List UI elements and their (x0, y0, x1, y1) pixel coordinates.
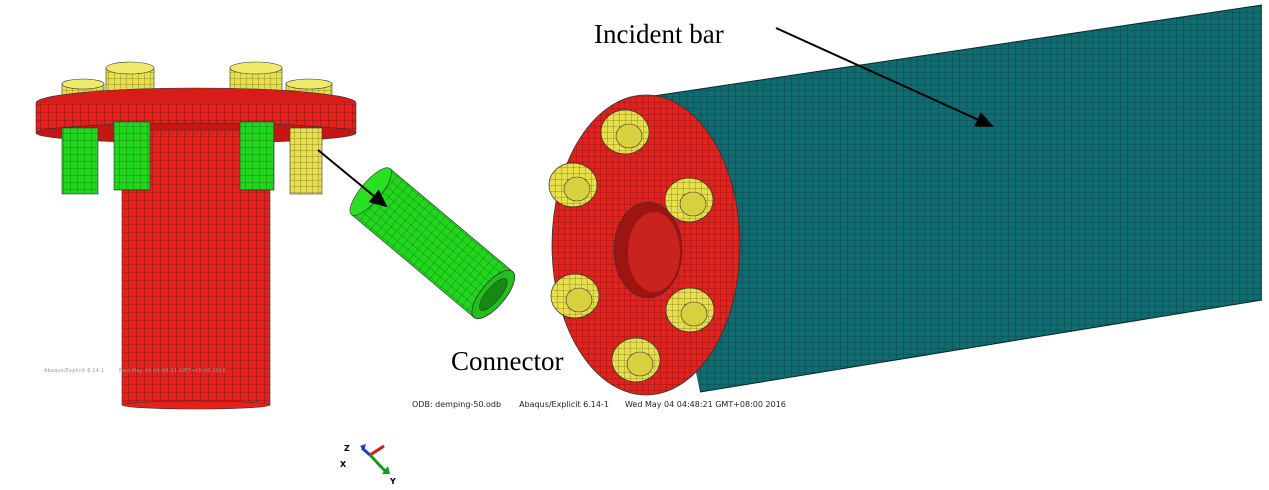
solver-version-faint: Abaqus/Explicit 6.14-1 (44, 368, 105, 374)
end-face-bolts (548, 109, 715, 383)
odb-filename: ODB: demping-50.odb (412, 400, 502, 409)
incident-bar (551, 4, 1263, 396)
incident-bar-label: Incident bar (594, 19, 724, 49)
axis-z-label: Z (344, 444, 350, 453)
run-timestamp-faint: Wed May 04 04:48:21 GMT+08:00 2016 (118, 368, 226, 374)
axis-triad-icon (360, 444, 390, 474)
axis-y-label: Y (390, 477, 396, 486)
connector-pointer-arrow (317, 149, 388, 208)
axis-x-label: X (340, 460, 347, 469)
solver-version: Abaqus/Explicit 6.14-1 (519, 400, 609, 409)
run-timestamp: Wed May 04 04:48:21 GMT+08:00 2016 (624, 400, 786, 409)
incident-bar-pointer-arrow (775, 27, 994, 127)
connector-tube (349, 167, 516, 320)
viewport-footer-right: ODB: demping-50.odb Abaqus/Explicit 6.14… (412, 394, 786, 412)
bolt-shanks (61, 121, 323, 195)
flange-assembly (35, 61, 357, 410)
connector-label: Connector (451, 346, 564, 376)
viewport-footer-left: Abaqus/Explicit 6.14-1 Wed May 04 04:48:… (4, 359, 226, 377)
